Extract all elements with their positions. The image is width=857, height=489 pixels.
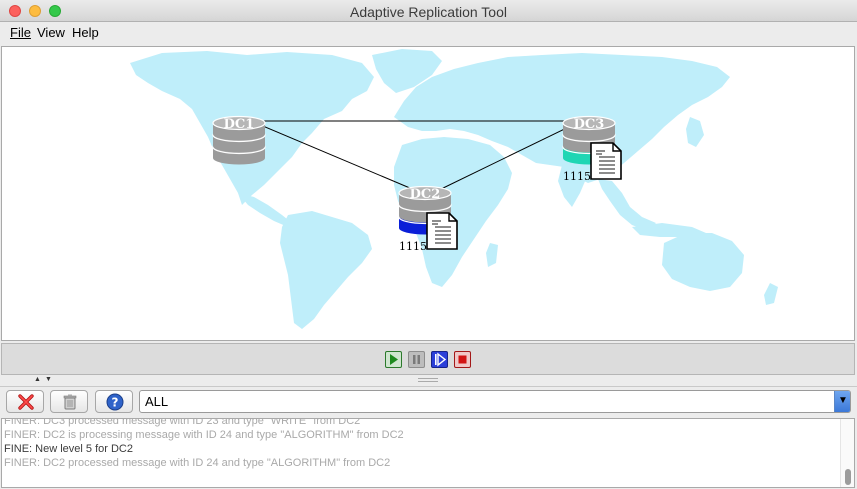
step-icon: [435, 352, 447, 367]
question-icon: ?: [106, 393, 124, 411]
log-line: FINER: DC3 processed message with ID 23 …: [4, 418, 361, 427]
datacenter-count: 1115: [563, 170, 591, 183]
log-line: FINE: New level 5 for DC2: [4, 443, 133, 455]
log-scroll-thumb[interactable]: [845, 469, 851, 485]
replication-link: [436, 120, 582, 192]
disk-bottom: [213, 139, 265, 153]
chevron-down-icon[interactable]: ▼: [834, 391, 850, 412]
land-india: [558, 165, 586, 207]
datacenter-dc3[interactable]: DC3 1115: [562, 115, 622, 184]
stop-icon: [458, 355, 467, 364]
delete-log-button[interactable]: [50, 390, 88, 413]
datacenter-label: DC2: [410, 187, 441, 202]
disk-top: [562, 115, 616, 131]
simulation-control-bar: [1, 343, 855, 375]
divider-grip[interactable]: [418, 378, 438, 382]
trash-icon: [63, 394, 77, 410]
disk-bottom: [563, 127, 615, 141]
land-eurasia: [394, 53, 730, 183]
window-title: Adaptive Replication Tool: [350, 4, 507, 20]
datacenter-dc2[interactable]: DC2 1115: [398, 185, 458, 254]
clear-log-button[interactable]: [6, 390, 44, 413]
level-arrow-glyph: ▼: [838, 395, 848, 406]
log-output[interactable]: FINER: DC3 processed message with ID 23 …: [1, 418, 855, 488]
pause-button[interactable]: [408, 351, 425, 368]
log-lines: FINER: DC3 processed message with ID 23 …: [4, 418, 834, 470]
log-line: FINER: DC2 is processing message with ID…: [4, 429, 404, 441]
log-toolbar: ? ALL ▼: [0, 386, 857, 416]
minimize-window-button[interactable]: [29, 5, 41, 17]
x-icon: [18, 394, 34, 410]
log-scrollbar[interactable]: [840, 419, 854, 487]
disk-bottom: [399, 197, 451, 211]
split-pane-divider[interactable]: ▲ ▼: [0, 376, 857, 385]
log-level-select[interactable]: ALL ▼: [139, 390, 851, 413]
disk-bottom: [213, 151, 265, 165]
log-level-value: ALL: [145, 394, 169, 409]
land-japan: [686, 117, 704, 147]
replication-links: [250, 120, 582, 192]
play-button[interactable]: [385, 351, 402, 368]
datacenter-count: 1115: [399, 240, 427, 253]
datacenter-dc1[interactable]: DC1: [212, 115, 266, 165]
datacenter-label: DC3: [574, 117, 605, 132]
disk-bottom: [213, 127, 265, 141]
menu-help[interactable]: Help: [72, 25, 99, 40]
document-icon: [426, 212, 458, 250]
document-icon: [590, 142, 622, 180]
collapse-up-icon[interactable]: ▲: [34, 376, 41, 383]
land-africa: [394, 137, 512, 287]
stop-button[interactable]: [454, 351, 471, 368]
land-south-america: [280, 211, 372, 329]
help-button[interactable]: ?: [95, 390, 133, 413]
title-bar: Adaptive Replication Tool: [0, 0, 857, 22]
land-new-zealand: [764, 283, 778, 305]
land-central-america: [238, 193, 292, 227]
land-southeast-asia: [598, 179, 656, 231]
land-greenland: [372, 49, 442, 93]
log-line: FINER: DC2 processed message with ID 24 …: [4, 457, 391, 469]
play-icon: [390, 354, 398, 365]
collapse-down-icon[interactable]: ▼: [45, 376, 52, 383]
replication-link: [250, 120, 418, 192]
land-indonesia: [632, 223, 706, 237]
step-button[interactable]: [431, 351, 448, 368]
datacenter-label: DC1: [224, 117, 255, 132]
maximize-window-button[interactable]: [49, 5, 61, 17]
world-map-land: [130, 49, 778, 329]
menu-file[interactable]: File: [10, 25, 31, 40]
menu-file-label: File: [10, 25, 31, 40]
disk-top: [398, 185, 452, 201]
land-madagascar: [486, 243, 498, 267]
close-window-button[interactable]: [9, 5, 21, 17]
pause-icon: [413, 355, 420, 364]
disk-top: [212, 115, 266, 131]
menu-bar: File View Help: [0, 22, 857, 44]
land-australia: [662, 233, 744, 291]
svg-text:?: ?: [112, 396, 119, 410]
menu-view[interactable]: View: [37, 25, 65, 40]
